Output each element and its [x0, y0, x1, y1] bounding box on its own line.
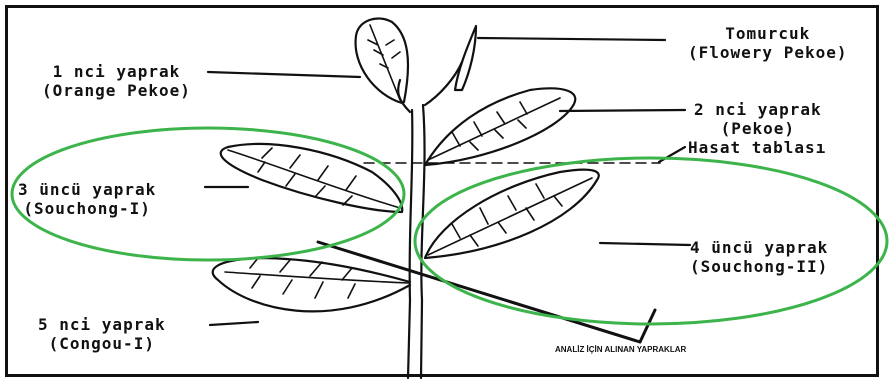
label-leaf2: 2 nci yaprak (Pekoe)	[694, 100, 822, 138]
leaf2-grade: (Pekoe)	[694, 119, 822, 138]
leaf2-name: 2 nci yaprak	[694, 100, 822, 119]
leaf5-name: 5 nci yaprak	[38, 315, 166, 334]
label-bud: Tomurcuk (Flowery Pekoe)	[688, 24, 848, 62]
leaf1-name: 1 nci yaprak	[42, 62, 191, 81]
analysis-caption: ANALİZ İÇİN ALINAN YAPRAKLAR	[555, 345, 686, 354]
bud-grade: (Flowery Pekoe)	[688, 43, 848, 62]
leader-bud	[478, 38, 665, 40]
leaf3-grade: (Souchong-I)	[18, 199, 156, 218]
label-leaf4: 4 üncü yaprak (Souchong-II)	[690, 238, 828, 276]
bud	[455, 26, 476, 90]
leaf3-name: 3 üncü yaprak	[18, 180, 156, 199]
leaf5-grade: (Congou-I)	[38, 334, 166, 353]
bracket-line-right	[640, 310, 655, 342]
leaf-5	[213, 258, 410, 311]
leader-leaf4	[600, 243, 690, 245]
label-leaf5: 5 nci yaprak (Congou-I)	[38, 315, 166, 353]
label-harvest: Hasat tablası	[688, 138, 826, 157]
bracket-line-left	[318, 242, 640, 342]
leader-leaf2	[560, 110, 685, 111]
label-leaf1: 1 nci yaprak (Orange Pekoe)	[42, 62, 191, 100]
harvest-name: Hasat tablası	[688, 138, 826, 157]
label-leaf3: 3 üncü yaprak (Souchong-I)	[18, 180, 156, 218]
leaf4-grade: (Souchong-II)	[690, 257, 828, 276]
leader-leaf5	[210, 322, 258, 325]
bud-name: Tomurcuk	[688, 24, 848, 43]
leaf4-name: 4 üncü yaprak	[690, 238, 828, 257]
leaf-1	[356, 18, 408, 103]
leaf1-grade: (Orange Pekoe)	[42, 81, 191, 100]
leader-leaf1	[208, 72, 360, 77]
